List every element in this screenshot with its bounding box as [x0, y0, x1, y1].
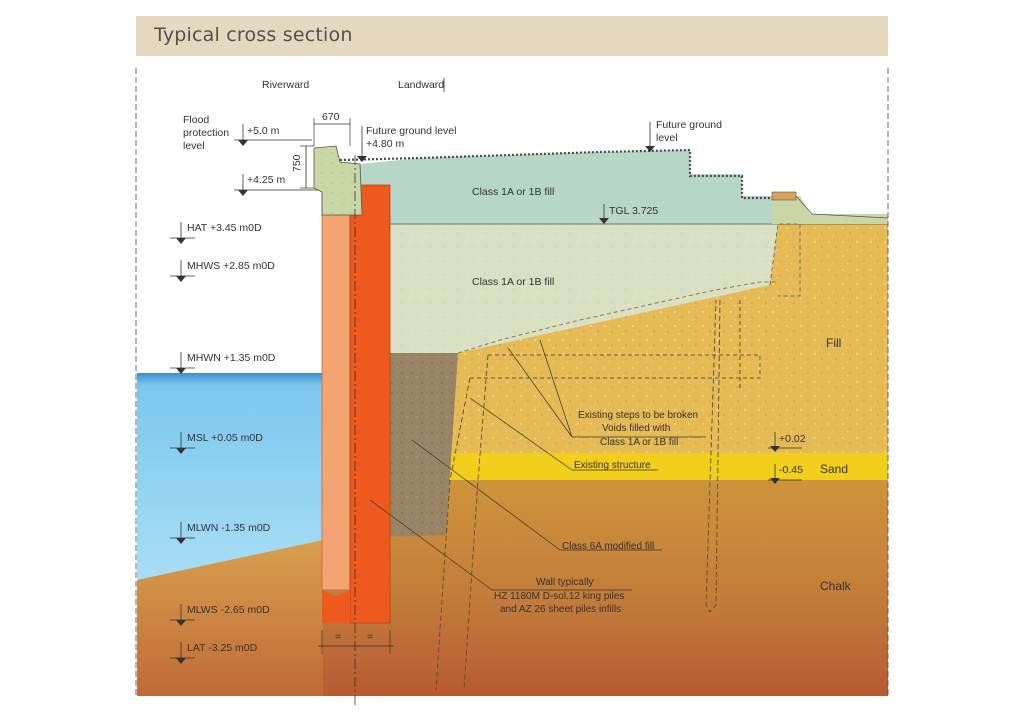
wall-annotation-2: HZ 1180M D-sol.12 king piles: [494, 591, 624, 602]
future-ground-left-2: +4.80 m: [366, 138, 404, 150]
tide-level-mhwn: MHWN +1.35 m0D: [170, 352, 276, 374]
upper-fill-region: [360, 150, 772, 224]
sand-label: Sand: [820, 462, 848, 476]
width-dimension: 670: [322, 111, 340, 123]
tide-levels: HAT +3.45 m0D MHWS +2.85 m0D MHWN +1.35 …: [170, 222, 276, 664]
lower-fill-label: Class 1A or 1B fill: [472, 276, 554, 288]
class6a-annotation: Class 6A modified fill: [562, 541, 654, 552]
tide-label-hat: HAT +3.45 m0D: [187, 222, 262, 234]
height-dimension: 750: [291, 154, 303, 172]
pile-mark-right: =: [367, 631, 373, 643]
riverward-label: Riverward: [262, 79, 309, 91]
page-title: Typical cross section: [154, 24, 353, 46]
tide-label-msl: MSL +0.05 m0D: [187, 432, 263, 444]
existing-structure-annotation: Existing structure: [574, 460, 651, 471]
tide-label-mlwn: MLWN -1.35 m0D: [187, 522, 271, 534]
fill-label: Fill: [826, 336, 841, 350]
tide-level-hat: HAT +3.45 m0D: [170, 222, 262, 244]
tide-level-mhws: MHWS +2.85 m0D: [170, 260, 275, 282]
wall-top-label: +4.25 m: [247, 174, 285, 186]
steps-annotation-2: Voids filled with: [602, 423, 670, 434]
existing-structure-outline: [470, 354, 761, 379]
tide-level-msl: MSL +0.05 m0D: [170, 432, 263, 454]
future-ground-right-1: Future ground: [656, 119, 722, 131]
flood-level-label: +5.0 m: [247, 125, 280, 137]
wall-annotation-1: Wall typically: [536, 577, 593, 588]
level-right-bottom: -0.45: [779, 464, 803, 476]
tide-label-lat: LAT -3.25 m0D: [187, 642, 258, 654]
chalk-label: Chalk: [820, 579, 852, 593]
wall-annotation-3: and AZ 26 sheet piles infills: [500, 604, 621, 615]
tide-level-mlws: MLWS -2.65 m0D: [170, 604, 270, 626]
flood-label-3: level: [183, 140, 205, 152]
tide-label-mlws: MLWS -2.65 m0D: [187, 604, 270, 616]
header-bar: Typical cross section: [136, 16, 888, 56]
river-bed: [137, 540, 323, 696]
tide-level-mlwn: MLWN -1.35 m0D: [170, 522, 271, 544]
sheet-pile: [321, 184, 351, 591]
tide-label-mhwn: MHWN +1.35 m0D: [187, 352, 276, 364]
steps-annotation-3: Class 1A or 1B fill: [600, 437, 678, 448]
upper-fill-label: Class 1A or 1B fill: [472, 186, 554, 198]
pile-mark-left: =: [335, 631, 341, 643]
level-right-top: +0.02: [779, 433, 806, 445]
landward-label: Landward: [398, 79, 444, 91]
future-ground-right-2: level: [656, 132, 678, 144]
future-ground-left-1: Future ground level: [366, 125, 456, 137]
king-pile: [349, 184, 391, 624]
steps-annotation-1: Existing steps to be broken: [578, 410, 698, 421]
tgl-label: TGL 3.725: [609, 205, 658, 217]
existing-steps: [457, 281, 778, 354]
flood-label-2: protection: [183, 127, 229, 139]
flood-label-1: Flood: [183, 114, 209, 126]
tide-label-mhws: MHWS +2.85 m0D: [187, 260, 275, 272]
tide-level-lat: LAT -3.25 m0D: [170, 642, 258, 664]
